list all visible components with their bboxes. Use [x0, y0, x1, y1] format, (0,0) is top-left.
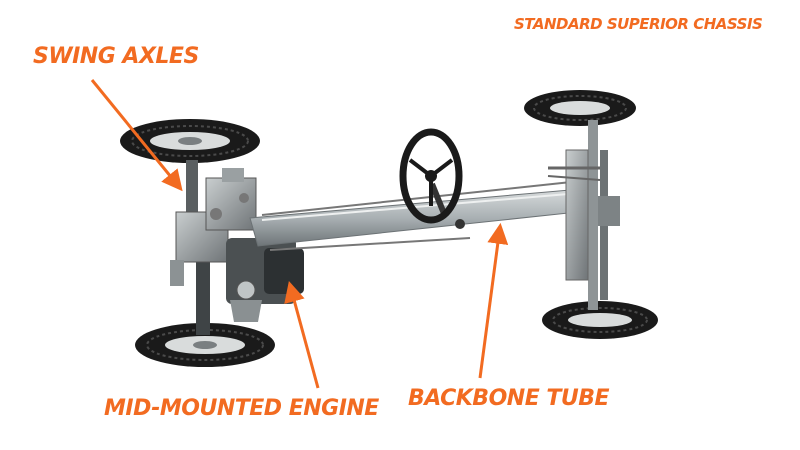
engine-arrow	[284, 280, 320, 389]
front-bottom-wheel	[542, 301, 658, 339]
rear-top-wheel	[120, 119, 260, 163]
swing-axles-arrow	[90, 79, 183, 192]
callout-arrows	[90, 79, 509, 389]
mid-mounted-engine-label: MID-MOUNTED ENGINE	[104, 396, 379, 421]
rear-bottom-wheel	[135, 323, 275, 367]
engine-block	[226, 238, 304, 322]
steering-wheel	[399, 128, 463, 224]
front-axle-assembly	[524, 90, 658, 339]
backbone-tube-label: BACKBONE TUBE	[408, 386, 610, 411]
swing-axles-label: SWING AXLES	[33, 44, 199, 69]
backbone-arrow	[478, 222, 509, 379]
diagram-title: STANDARD SUPERIOR CHASSIS	[514, 15, 763, 33]
rear-axle-assembly	[120, 119, 275, 367]
front-top-wheel	[524, 90, 636, 126]
